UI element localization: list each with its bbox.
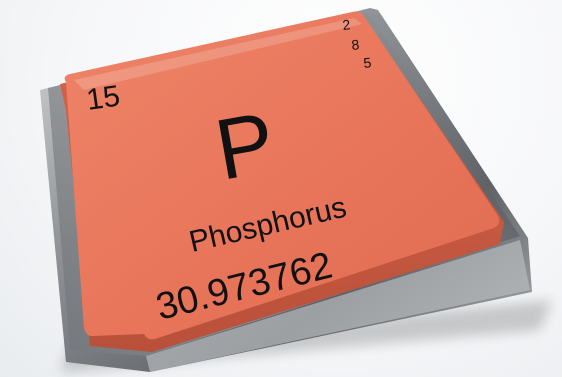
electron-shell-2: 8 — [351, 36, 361, 53]
electron-shell-1: 2 — [342, 16, 352, 33]
tile-face-highlight — [74, 18, 362, 90]
electron-shell-3: 5 — [363, 54, 373, 71]
tile-face — [64, 11, 500, 340]
atomic-number: 15 — [84, 80, 122, 117]
metal-base-front-edge — [146, 240, 530, 372]
